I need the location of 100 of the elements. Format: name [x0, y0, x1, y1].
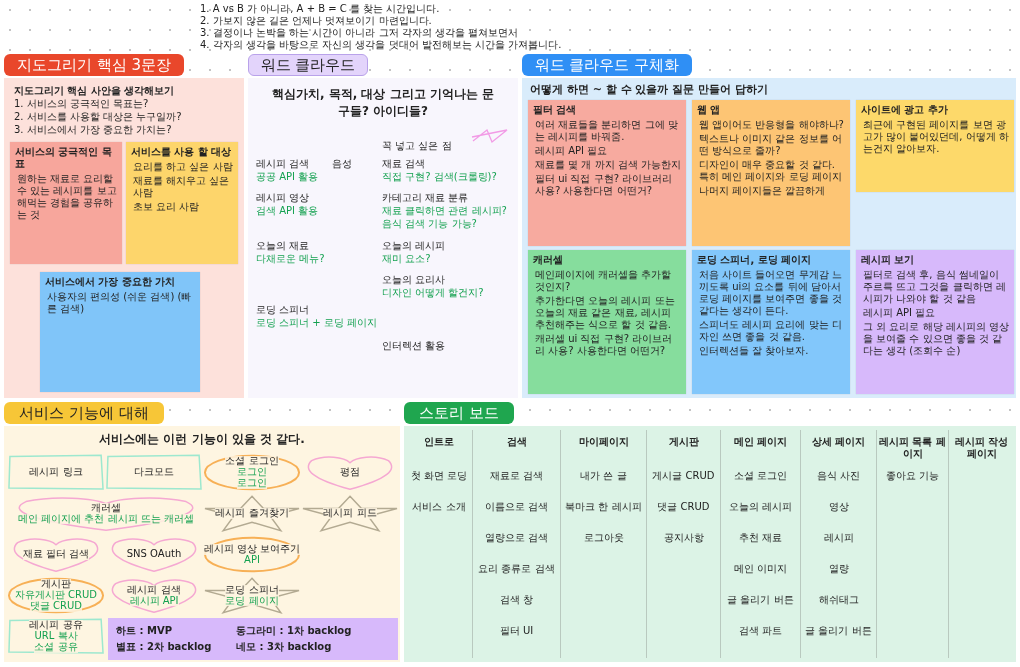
note-text: 필터 ui 직접 구현? 라이브러리 사용? 사용한다면 어떤거? [534, 173, 674, 197]
idea-detail: 로그인 [237, 477, 267, 489]
note-text: 디자인이 매우 중요할 것 같다. 특히 메인 페이지와 로딩 페이지 [698, 159, 843, 183]
idea-detail: 자유게시판 CRUD [14, 590, 98, 601]
board-panel [404, 426, 1016, 662]
screen-item: 로그아웃 [582, 532, 625, 544]
cloud-word: 오늘의 재료 [256, 240, 310, 252]
idea-text: 레시피 영상 보여주기 [203, 543, 301, 555]
legend-text: 하트 : MVP [116, 624, 172, 638]
note-text: 원하는 재료로 요리할 수 있는 레시피를 보고 해먹는 경험을 공유하는 것 [16, 173, 117, 221]
instruction-text: 3. 결정이나 논박을 하는 시간이 아니라 그저 각자의 생각을 펼쳐보면서 [200, 27, 519, 39]
screen-item: 메인 이미지 [732, 563, 789, 575]
idea-text: 소셜 로그인 [225, 456, 279, 468]
storyboard-column [876, 430, 948, 658]
cloud-word: 카테고리 재료 분류 [382, 192, 469, 204]
sticky-heading: 캐러셀 [533, 254, 564, 266]
note-text: 텍스트나 이미지 같은 정보를 어떤 방식으로 줄까? [698, 133, 843, 157]
cloud-word: 검색 API 활용 [256, 205, 319, 217]
note-text: 레시피 API 필요 [862, 307, 937, 319]
idea-text: 레시피 피드 [323, 508, 377, 519]
note-text: 최근에 구현된 페이지를 보면 광고가 많이 붙어있던데, 어떻게 하는건지 알아보자. [862, 119, 1009, 155]
column-heading: 게시판 [667, 436, 700, 448]
sticky-note [10, 142, 122, 264]
screen-item: 검색 파트 [737, 625, 784, 637]
screen-item: 해쉬태그 [817, 594, 860, 606]
note-text: 메인페이지에 캐러셀을 추가할 것인지? [534, 269, 673, 293]
cloud-word: 음성 [332, 158, 352, 170]
note-text: 스피너도 레시피 요리에 맞는 디자인 쓰면 좋을 것 같음. [698, 319, 843, 343]
note-text: 처음 사이트 들어오면 무게감 느끼도록 ui의 요소를 뒤에 담아서 로딩 페이지를 보여주면 좋을 것 같다는 생각이 든다. [698, 269, 843, 317]
legend-text: 네모 : 3차 backlog [236, 640, 332, 654]
column-heading: 메인 페이지 [732, 436, 789, 448]
legend-text: 동그라미 : 1차 backlog [236, 624, 352, 638]
column-heading: 레시피 목록 페이지 [879, 436, 946, 460]
sticky-heading: 서비스를 사용 할 대상 [131, 146, 233, 158]
note-text: 요리를 하고 싶은 사람 [132, 161, 233, 173]
screen-item: 추천 재료 [737, 532, 784, 544]
sticky-note [528, 250, 686, 394]
screen-item: 내가 쓴 글 [579, 470, 628, 482]
column-heading: 마이페이지 [577, 436, 630, 448]
cloud-word: 공공 API 활용 [256, 171, 319, 183]
idea-detail: 소셜 공유 [34, 641, 78, 653]
sticky-note [692, 250, 850, 394]
sticky-heading: 웹 앱 [697, 104, 722, 116]
column-heading: 상세 페이지 [810, 436, 867, 448]
screen-item: 글 올리기 버튼 [726, 594, 795, 606]
screen-item: 오늘의 레시피 [727, 501, 794, 513]
cloud-word: 로딩 스피너 [256, 304, 310, 316]
screen-item: 소셜 로그인 [732, 470, 789, 482]
cloud-word: 디자인 어떻게 할건지? [382, 287, 484, 299]
cloud-word: 재료 검색 [382, 158, 426, 170]
cloud-word: 오늘의 레시피 [382, 240, 446, 252]
instruction-text: 2. 가보지 않은 길은 언제나 멋져보이기 마련입니다. [200, 15, 432, 27]
cloud-word: 음식 검색 기능 가능? [382, 218, 477, 230]
screen-item: 열량 [827, 563, 850, 575]
cloud-word: 레시피 검색 [256, 158, 310, 170]
sticky-note [856, 100, 1014, 192]
screen-item: 서비스 소개 [411, 501, 467, 513]
note-text: 재료를 해치우고 싶은 사람 [132, 175, 231, 199]
column-heading: 인트로 [423, 436, 455, 448]
idea-text: 캐러셀 [91, 502, 121, 514]
note-line: 1. 서비스의 궁극적인 목표는? [14, 97, 149, 111]
note-text: 나머지 페이지들은 깔끔하게 [698, 185, 827, 197]
sticky-note [528, 100, 686, 246]
idea-text: 게시판 [41, 579, 71, 591]
note-text: 캐러셀 ui 직접 구현? 라이브러리 사용? 사용한다면 어떤거? [534, 333, 674, 357]
cloud-word: 인터렉션 활용 [382, 340, 446, 352]
idea-text: 평점 [340, 467, 360, 478]
screen-item: 열량으로 검색 [483, 532, 550, 544]
section-title: 스토리 보드 [419, 403, 499, 423]
cloud-word: 오늘의 요리사 [382, 274, 446, 286]
idea-detail: URL 복사 [34, 631, 78, 642]
section-tag [404, 402, 514, 424]
sticky-heading: 사이트에 광고 추가 [861, 104, 949, 116]
legend-text: 별표 : 2차 backlog [116, 640, 212, 654]
section-tag [248, 54, 368, 76]
screen-item: 댓글 CRUD [656, 501, 711, 513]
idea-detail: 레시피 API [129, 595, 179, 607]
panel-title: 핵심가치, 목적, 대상 그리고 기억나는 문구들? 아이디들? [271, 86, 495, 120]
screen-item: 게시글 CRUD [651, 470, 716, 482]
idea-text: SNS OAuth [126, 549, 182, 560]
idea-text: 레시피 링크 [29, 467, 83, 478]
idea-text: 레시피 즐겨찾기 [215, 508, 289, 519]
cloud-word: 재미 요소? [382, 253, 431, 265]
screen-item: 글 올리기 버튼 [804, 625, 873, 637]
instruction-text: 1. A vs B 가 아니라, A + B = C 를 찾는 시간입니다. [200, 3, 440, 15]
idea-detail: 메인 페이지에 추천 레시피 뜨는 캐러셀 [18, 513, 194, 525]
screen-item: 음식 사진 [815, 470, 862, 482]
section-title: 지도그리기 핵심 3문장 [16, 55, 172, 75]
board-panel [522, 78, 1016, 398]
idea-text: 레시피 공유 [29, 620, 83, 632]
screen-item: 영상 [827, 501, 850, 513]
sticky-note [126, 142, 238, 264]
note-text: 여러 재료들을 분리하면 그에 맞는 레시피를 바꿔줌. [534, 119, 679, 143]
note-text: 웹 앱이어도 반응형을 해야하나? [698, 119, 845, 131]
sticky-note [692, 100, 850, 246]
column-heading: 레시피 작성 페이지 [953, 436, 1010, 460]
board-panel [248, 78, 518, 398]
note-text: 초보 요리 사람 [132, 201, 201, 213]
note-text: 필터로 검색 후, 음식 썸네일이 주르륵 뜨고 그것을 클릭하면 레시피가 나와야 할 것 같음 [862, 269, 1007, 305]
panel-title: 어떻게 하면 ~ 할 수 있을까 질문 만들어 답하기 [530, 82, 768, 97]
